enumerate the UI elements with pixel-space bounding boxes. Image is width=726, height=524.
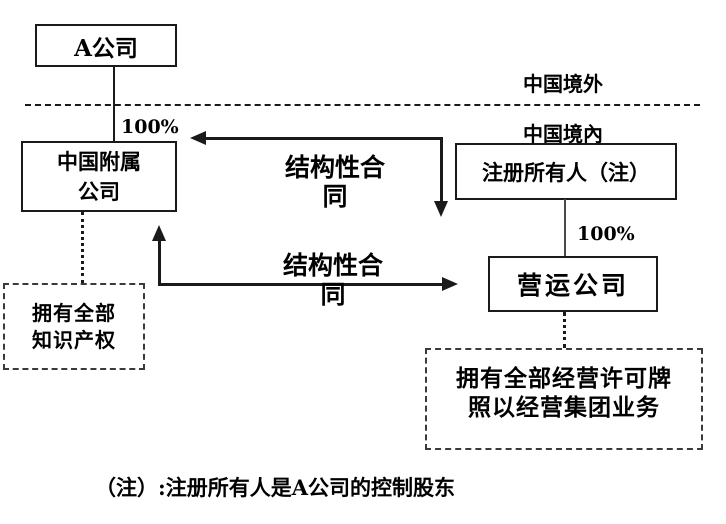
contract-arrow-lower-vertical bbox=[158, 239, 161, 286]
ip-ownership-line1: 拥有全部 bbox=[32, 300, 116, 325]
china-subsidiary-box: 中国附属 公司 bbox=[21, 141, 177, 212]
footnote-text: （注）:注册所有人是A公司的控制股东 bbox=[95, 475, 456, 500]
contract-label-lower-line2: 同 bbox=[320, 280, 346, 309]
license-ownership-line1: 拥有全部经营许可牌 bbox=[456, 365, 672, 392]
contract-arrow-lower-right-arrowhead-icon bbox=[442, 277, 458, 291]
china-subsidiary-label-line1: 中国附属 bbox=[57, 148, 141, 174]
contract-arrow-upper-left-arrowhead-icon bbox=[190, 131, 206, 145]
operating-company-label: 营运公司 bbox=[516, 271, 629, 300]
contract-label-lower-line1: 结构性合 bbox=[282, 251, 383, 280]
china-subsidiary-label-line2: 公司 bbox=[78, 178, 120, 204]
registered-owner-label: 注册所有人（注） bbox=[482, 159, 650, 185]
dotted-link-subsidiary-to-ip-note bbox=[81, 212, 84, 283]
company-a-box: A公司 bbox=[35, 24, 177, 67]
contract-label-upper-line2: 同 bbox=[322, 182, 348, 211]
dotted-link-operating-to-license-note bbox=[563, 312, 566, 348]
jurisdiction-divider-line bbox=[25, 104, 700, 106]
ownership-line-a-to-subsidiary bbox=[113, 66, 115, 142]
region-label-outside-china: 中国境外 bbox=[523, 72, 603, 96]
region-label-inside-china: 中国境內 bbox=[523, 122, 603, 146]
contract-label-upper: 结构性合 同 bbox=[260, 153, 410, 211]
ownership-line-owner-to-operating bbox=[564, 199, 566, 257]
license-ownership-line2: 照以经营集团业务 bbox=[468, 394, 660, 421]
contract-label-lower: 结构性合 同 bbox=[258, 251, 408, 309]
license-ownership-note-box: 拥有全部经营许可牌 照以经营集团业务 bbox=[425, 348, 703, 450]
ownership-percent-a-to-subsidiary: 100% bbox=[121, 116, 179, 138]
ip-ownership-line2: 知识产权 bbox=[32, 327, 116, 352]
contract-arrow-upper-vertical bbox=[440, 137, 443, 202]
contract-arrow-lower-horizontal bbox=[158, 283, 443, 286]
ownership-percent-owner-to-operating: 100% bbox=[577, 223, 635, 245]
contract-arrow-upper-horizontal bbox=[205, 137, 443, 140]
contract-arrow-lower-up-arrowhead-icon bbox=[152, 225, 166, 241]
company-a-label: A公司 bbox=[74, 34, 138, 62]
contract-arrow-upper-down-arrowhead-icon bbox=[434, 201, 448, 217]
registered-owner-box: 注册所有人（注） bbox=[455, 143, 677, 200]
contract-label-upper-line1: 结构性合 bbox=[284, 153, 385, 182]
operating-company-box: 营运公司 bbox=[488, 256, 658, 312]
ip-ownership-note-box: 拥有全部 知识产权 bbox=[3, 283, 145, 370]
